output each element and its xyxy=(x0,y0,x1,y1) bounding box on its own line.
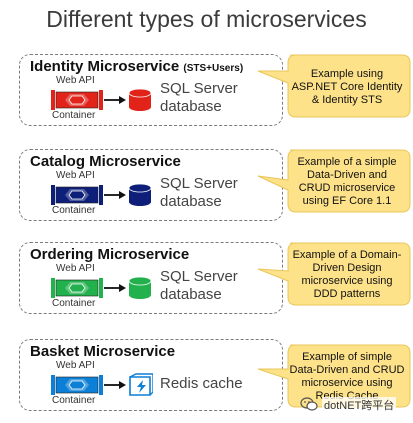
container-label: Container xyxy=(52,298,96,309)
database-label-line1: SQL Server xyxy=(160,268,238,285)
database-label: SQL Server database xyxy=(160,175,238,211)
basket-microservice-box: Basket Microservice Web API Container Re… xyxy=(19,339,283,411)
database-cylinder-icon xyxy=(128,183,152,206)
container-label: Container xyxy=(52,395,96,406)
identity-microservice-box: Identity Microservice (STS+Users) Web AP… xyxy=(19,54,283,126)
identity-note-callout: Example using ASP.NET Core Identity & Id… xyxy=(256,53,412,119)
database-label-line1: SQL Server xyxy=(160,175,238,192)
arrow-icon xyxy=(104,96,126,104)
database-label-line2: database xyxy=(160,193,222,210)
service-name: Ordering Microservice xyxy=(30,246,190,263)
container-icon xyxy=(51,90,103,110)
diagram-title: Different types of microservices xyxy=(46,6,367,32)
cache-label-line1: Redis cache xyxy=(160,375,243,392)
callout-text: Example of simple Data-Driven and CRUD m… xyxy=(289,351,405,402)
callout-bubble xyxy=(257,149,411,213)
ordering-microservice-box: Ordering Microservice Web API Container … xyxy=(19,242,283,314)
web-api-label: Web API xyxy=(56,75,95,86)
container-label: Container xyxy=(52,205,96,216)
database-cylinder-icon xyxy=(128,88,152,111)
cache-label: Redis cache xyxy=(160,375,243,393)
database-label: SQL Server database xyxy=(160,80,238,116)
catalog-note-callout: Example of a simple Data-Driven and CRUD… xyxy=(256,148,412,214)
catalog-microservice-box: Catalog Microservice Web API Container S… xyxy=(19,149,283,221)
service-name: Basket Microservice xyxy=(30,343,176,360)
service-title: Ordering Microservice xyxy=(30,246,189,263)
database-cylinder-icon xyxy=(128,276,152,299)
database-label-line1: SQL Server xyxy=(160,80,238,97)
callout-bubble xyxy=(257,242,411,306)
wechat-icon xyxy=(300,397,318,411)
callout-text: Example of a Domain- Driven Design micro… xyxy=(292,249,402,300)
container-icon xyxy=(51,375,103,395)
database-label-line2: database xyxy=(160,98,222,115)
web-api-label: Web API xyxy=(56,170,95,181)
arrow-icon xyxy=(104,191,126,199)
database-label: SQL Server database xyxy=(160,268,238,304)
web-api-label: Web API xyxy=(56,360,95,371)
redis-cache-icon xyxy=(129,373,153,396)
database-label-line2: database xyxy=(160,286,222,303)
callout-text: Example of a simple Data-Driven and CRUD… xyxy=(297,156,397,207)
service-name-suffix: (STS+Users) xyxy=(183,63,244,74)
container-label: Container xyxy=(52,110,96,121)
service-title: Basket Microservice xyxy=(30,343,175,360)
service-name: Identity Microservice xyxy=(30,58,180,75)
ordering-note-callout: Example of a Domain- Driven Design micro… xyxy=(256,241,412,307)
watermark-text: dotNET跨平台 xyxy=(322,397,397,413)
arrow-icon xyxy=(104,381,126,389)
service-title: Catalog Microservice xyxy=(30,153,181,170)
callout-text: Example using ASP.NET Core Identity & Id… xyxy=(291,67,403,106)
service-name: Catalog Microservice xyxy=(30,153,181,170)
container-icon xyxy=(51,185,103,205)
callout-bubble xyxy=(257,54,411,118)
callout-bubble xyxy=(257,344,411,408)
basket-note-callout: Example of simple Data-Driven and CRUD m… xyxy=(256,343,412,409)
container-icon xyxy=(51,278,103,298)
arrow-icon xyxy=(104,284,126,292)
service-title: Identity Microservice (STS+Users) xyxy=(30,58,243,75)
web-api-label: Web API xyxy=(56,263,95,274)
